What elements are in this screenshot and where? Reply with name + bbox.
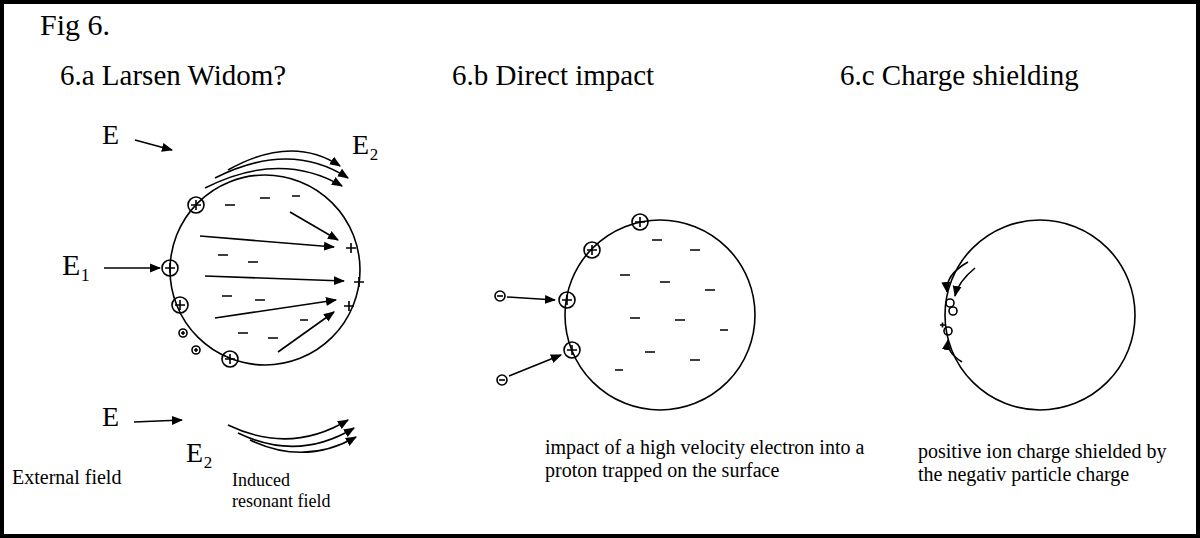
note-text: Induced resonant field (232, 470, 342, 511)
panel-heading: 6.b Direct impact (452, 60, 654, 92)
caption-text: impact of a high velocity electron into … (545, 436, 865, 482)
field-label: E₂ (352, 130, 379, 161)
panel-heading: 6.a Larsen Widom? (60, 60, 286, 92)
field-label: E (102, 402, 119, 433)
field-label: E₂ (186, 438, 213, 469)
caption-text: positive ion charge shielded by the nega… (918, 440, 1178, 486)
field-label: E₁ (62, 248, 91, 281)
figure-title: Fig 6. (40, 8, 110, 41)
note-text: External field (12, 466, 121, 488)
field-label: E (102, 120, 119, 151)
panel-heading: 6.c Charge shielding (840, 60, 1079, 92)
